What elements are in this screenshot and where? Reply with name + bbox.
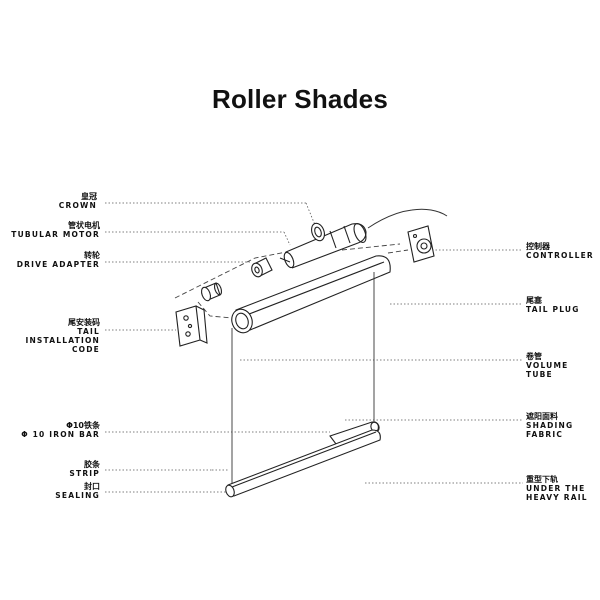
label-controller: 控制器 CONTROLLER (526, 242, 594, 260)
power-cord (367, 208, 448, 229)
leader-lines (105, 202, 523, 493)
drive-adapter (251, 257, 273, 278)
label-tubular-motor: 管状电机 TUBULAR MOTOR (11, 221, 100, 239)
label-volume-tube: 卷管 VOLUME TUBE (526, 352, 569, 379)
heavy-rail (225, 429, 381, 498)
controller-bracket (407, 225, 435, 263)
diagram-title: Roller Shades (212, 84, 388, 114)
label-shading-fabric: 遮阳面料 SHADING FABRIC (526, 412, 574, 439)
label-sealing: 封口 SEALING (55, 482, 100, 500)
tail-installation-bracket (175, 305, 208, 347)
shading-fabric (231, 272, 375, 486)
label-tail-installation-code: 尾安装码 TAIL INSTALLATION CODE (25, 318, 100, 354)
label-heavy-rail: 重型下轨 UNDER THE HEAVY RAIL (526, 475, 588, 502)
crown-ring (311, 222, 325, 242)
label-tail-plug: 尾塞 TAIL PLUG (526, 296, 580, 314)
volume-tube (231, 255, 391, 334)
label-iron-bar: Φ10铁条 Φ 10 IRON BAR (21, 421, 100, 439)
label-drive-adapter: 转轮 DRIVE ADAPTER (16, 251, 100, 269)
label-strip: 胶条 STRIP (69, 460, 100, 478)
tubular-motor (279, 222, 367, 269)
tail-plug-part (200, 282, 223, 302)
label-crown: 皇冠 CROWN (58, 192, 97, 210)
